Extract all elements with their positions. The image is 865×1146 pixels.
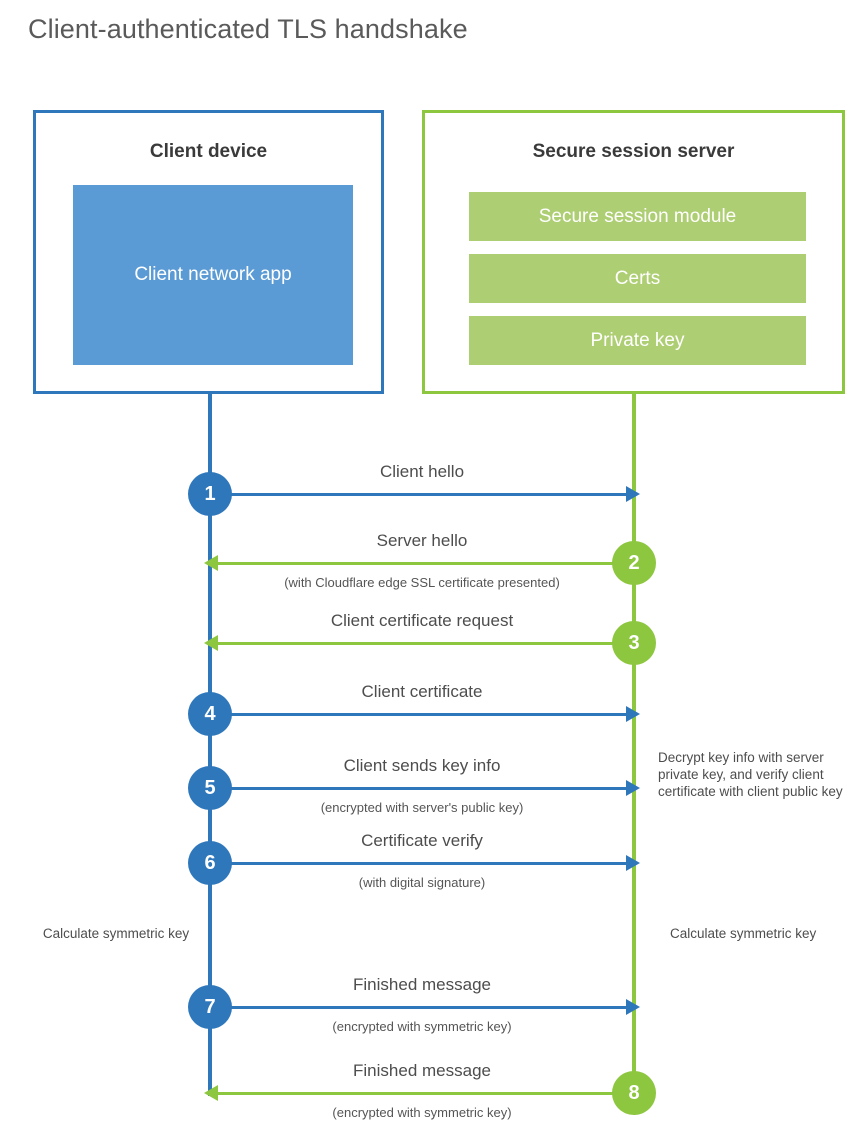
step-badge-5[interactable]: 5 xyxy=(188,766,232,810)
arrow-head-1 xyxy=(626,486,640,502)
message-line-5 xyxy=(210,787,626,790)
message-label-1: Client hello xyxy=(379,462,465,481)
server-component-private-key: Private key xyxy=(469,316,806,365)
step-badge-1[interactable]: 1 xyxy=(188,472,232,516)
message-label-5: Client sends key info xyxy=(343,756,501,775)
server-component-secure-session-module: Secure session module xyxy=(469,192,806,241)
client-network-app-block: Client network app xyxy=(73,185,353,365)
client-device-title: Client device xyxy=(149,141,268,162)
arrow-head-5 xyxy=(626,780,640,796)
step-badge-8[interactable]: 8 xyxy=(612,1071,656,1115)
message-line-8 xyxy=(218,1092,634,1095)
message-line-4 xyxy=(210,713,626,716)
server-component-certs: Certs xyxy=(469,254,806,303)
arrow-head-8 xyxy=(204,1085,218,1101)
message-line-7 xyxy=(210,1006,626,1009)
message-label-2: Server hello xyxy=(376,531,468,550)
server-decrypt-note: Decrypt key info with server private key… xyxy=(658,750,843,799)
message-label-8: Finished message xyxy=(353,1061,491,1080)
arrow-head-7 xyxy=(626,999,640,1015)
server-calculate-symmetric-key-note: Calculate symmetric key xyxy=(670,926,817,941)
arrow-head-3 xyxy=(204,635,218,651)
client-lifeline xyxy=(208,393,212,1096)
client-calculate-symmetric-key-note: Calculate symmetric key xyxy=(42,926,190,941)
step-badge-6[interactable]: 6 xyxy=(188,841,232,885)
message-label-6: Certificate verify xyxy=(361,831,483,850)
step-badge-4[interactable]: 4 xyxy=(188,692,232,736)
message-sublabel-6: (with digital signature) xyxy=(358,875,486,890)
step-badge-3[interactable]: 3 xyxy=(612,621,656,665)
secure-session-server-box: Secure session server Secure session mod… xyxy=(422,110,845,394)
message-line-1 xyxy=(210,493,626,496)
message-sublabel-8: (encrypted with symmetric key) xyxy=(332,1105,512,1120)
message-sublabel-7: (encrypted with symmetric key) xyxy=(332,1019,512,1034)
message-sublabel-2: (with Cloudflare edge SSL certificate pr… xyxy=(284,575,560,590)
message-line-2 xyxy=(218,562,634,565)
message-label-7: Finished message xyxy=(353,975,491,994)
page-title: Client-authenticated TLS handshake xyxy=(28,14,468,44)
message-label-4: Client certificate xyxy=(361,682,483,701)
server-lifeline xyxy=(632,393,636,1093)
step-badge-7[interactable]: 7 xyxy=(188,985,232,1029)
arrow-head-2 xyxy=(204,555,218,571)
secure-session-server-title: Secure session server xyxy=(532,141,735,162)
client-device-box: Client device Client network app xyxy=(33,110,384,394)
message-sublabel-5: (encrypted with server's public key) xyxy=(320,800,524,815)
message-line-3 xyxy=(218,642,634,645)
message-label-3: Client certificate request xyxy=(330,611,514,630)
arrow-head-6 xyxy=(626,855,640,871)
arrow-head-4 xyxy=(626,706,640,722)
message-line-6 xyxy=(210,862,626,865)
step-badge-2[interactable]: 2 xyxy=(612,541,656,585)
